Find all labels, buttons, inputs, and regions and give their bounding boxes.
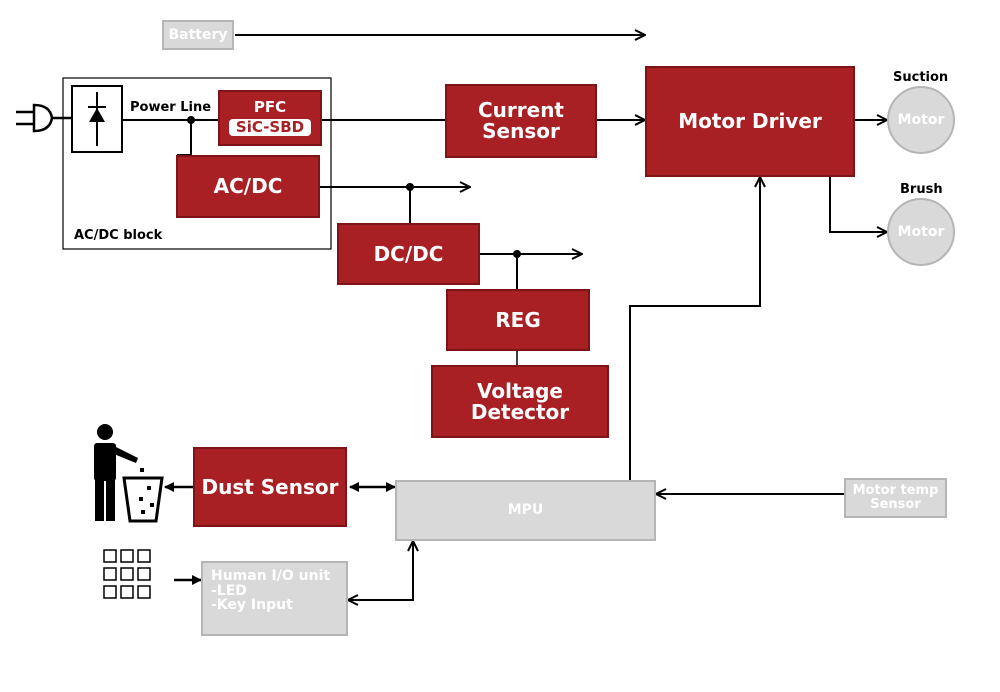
dust-sensor-block: Dust Sensor <box>193 447 347 527</box>
human-io-label-2: -LED <box>211 582 247 599</box>
suction-label: Suction <box>893 70 949 85</box>
sic-sbd-label: SiC-SBD <box>228 118 312 137</box>
voltage-detector-label-1: Voltage <box>477 378 563 403</box>
human-io-block: Human I/O unit -LED -Key Input <box>201 561 348 636</box>
current-sensor-label-1: Current <box>477 98 564 122</box>
brush-motor: Motor <box>887 198 955 266</box>
motor-driver-block: Motor Driver <box>645 66 855 177</box>
pfc-block: PFC SiC-SBD <box>218 90 322 146</box>
battery-block: Battery <box>162 20 234 50</box>
human-io-label-1: Human I/O unit <box>211 568 331 584</box>
voltage-detector-block: Voltage Detector <box>431 365 609 438</box>
keypad-icon <box>103 549 151 599</box>
diode-icon <box>71 85 123 153</box>
ac-dc-block-label: AC/DC block <box>74 228 163 243</box>
ac-dc-block-frame <box>62 77 332 250</box>
dc-dc-block: DC/DC <box>337 223 480 285</box>
arrow-humanio-mpu <box>348 541 413 600</box>
motor-temp-sensor-block: Motor temp Sensor <box>844 478 947 518</box>
arrow-to-brush-motor <box>829 177 887 232</box>
human-io-label-3: -Key Input <box>211 597 293 614</box>
brush-label: Brush <box>900 182 943 197</box>
motor-temp-label-1: Motor temp <box>852 483 939 499</box>
ac-dc-block: AC/DC <box>176 155 320 218</box>
reg-block: REG <box>446 289 590 351</box>
trash-bin-person-icon <box>94 424 164 523</box>
current-sensor-block: Current Sensor <box>445 84 597 158</box>
wire-to-acdc <box>177 120 192 156</box>
voltage-detector-label-2: Detector <box>470 399 570 424</box>
arrow-mpu-motor-driver <box>629 177 760 480</box>
suction-motor: Motor <box>887 86 955 154</box>
power-plug-icon <box>16 103 72 133</box>
pfc-label: PFC <box>253 97 287 116</box>
motor-temp-label-2: Sensor <box>870 497 921 512</box>
current-sensor-label-2: Sensor <box>482 119 560 143</box>
power-line-label: Power Line <box>130 100 212 115</box>
mpu-block: MPU <box>395 480 656 541</box>
